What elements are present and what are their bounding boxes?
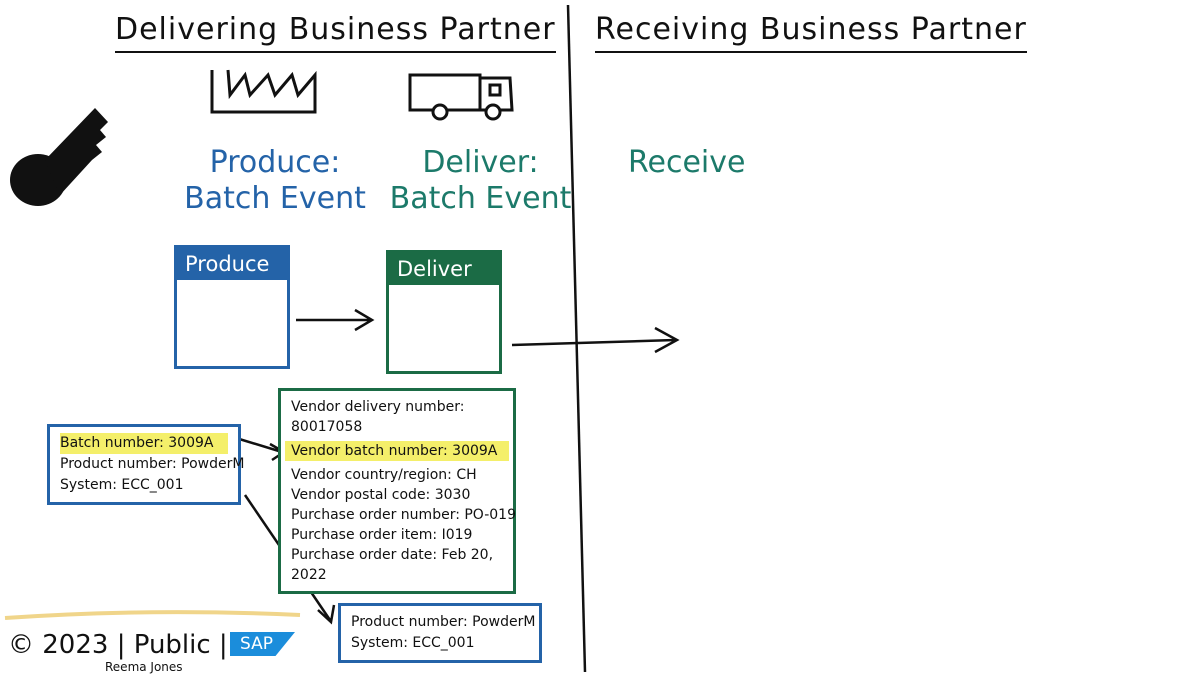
system: System: ECC_001 — [60, 477, 184, 493]
divider-line — [566, 4, 587, 673]
purchase-order-date: Purchase order date: Feb 20, 2022 — [291, 547, 494, 583]
box-caption: Deliver — [389, 253, 499, 285]
receive-stage-label: Receive — [628, 145, 746, 180]
batch-card: Batch number: 3009A Product number: Powd… — [47, 424, 245, 505]
delivering-partner-header: Delivering Business Partner — [115, 12, 556, 53]
vendor-country: Vendor country/region: CH — [291, 467, 477, 483]
stage-subtitle: Batch Event — [389, 181, 572, 216]
truck-icon — [408, 73, 514, 121]
produce-event-box: Produce — [174, 245, 290, 369]
arrow-deliver-to-receive — [511, 326, 680, 354]
arrow-produce-to-deliver — [296, 308, 375, 332]
product-number: Product number: PowderM — [351, 614, 536, 630]
stage-title: Produce: — [209, 145, 341, 180]
factory-icon — [210, 69, 317, 114]
box-caption: Produce — [177, 248, 287, 280]
key-icon — [10, 108, 108, 206]
copyright: © 2023 | Public | — [8, 630, 228, 660]
vendor-delivery-number: Vendor delivery number: 80017058 — [291, 399, 465, 435]
system: System: ECC_001 — [351, 635, 475, 651]
batch-number: Batch number: 3009A — [60, 433, 228, 454]
product-card: Product number: PowderM System: ECC_001 — [338, 603, 542, 663]
deliver-stage-label: Deliver: Batch Event — [383, 145, 578, 217]
product-number: Product number: PowderM — [60, 456, 245, 472]
receiving-partner-header: Receiving Business Partner — [595, 12, 1027, 53]
deliver-event-box: Deliver — [386, 250, 502, 374]
purchase-order-item: Purchase order item: I019 — [291, 527, 473, 543]
footer-underline — [4, 610, 301, 620]
purchase-order-number: Purchase order number: PO-019 — [291, 507, 516, 523]
stage-subtitle: Batch Event — [184, 181, 366, 216]
stage-title: Deliver: — [422, 145, 539, 180]
vendor-batch-number: Vendor batch number: 3009A — [285, 441, 509, 461]
vendor-postal-code: Vendor postal code: 3030 — [291, 487, 471, 503]
produce-stage-label: Produce: Batch Event — [180, 145, 370, 217]
delivery-card: Vendor delivery number: 80017058 Vendor … — [278, 388, 516, 594]
author: Reema Jones — [105, 660, 183, 674]
